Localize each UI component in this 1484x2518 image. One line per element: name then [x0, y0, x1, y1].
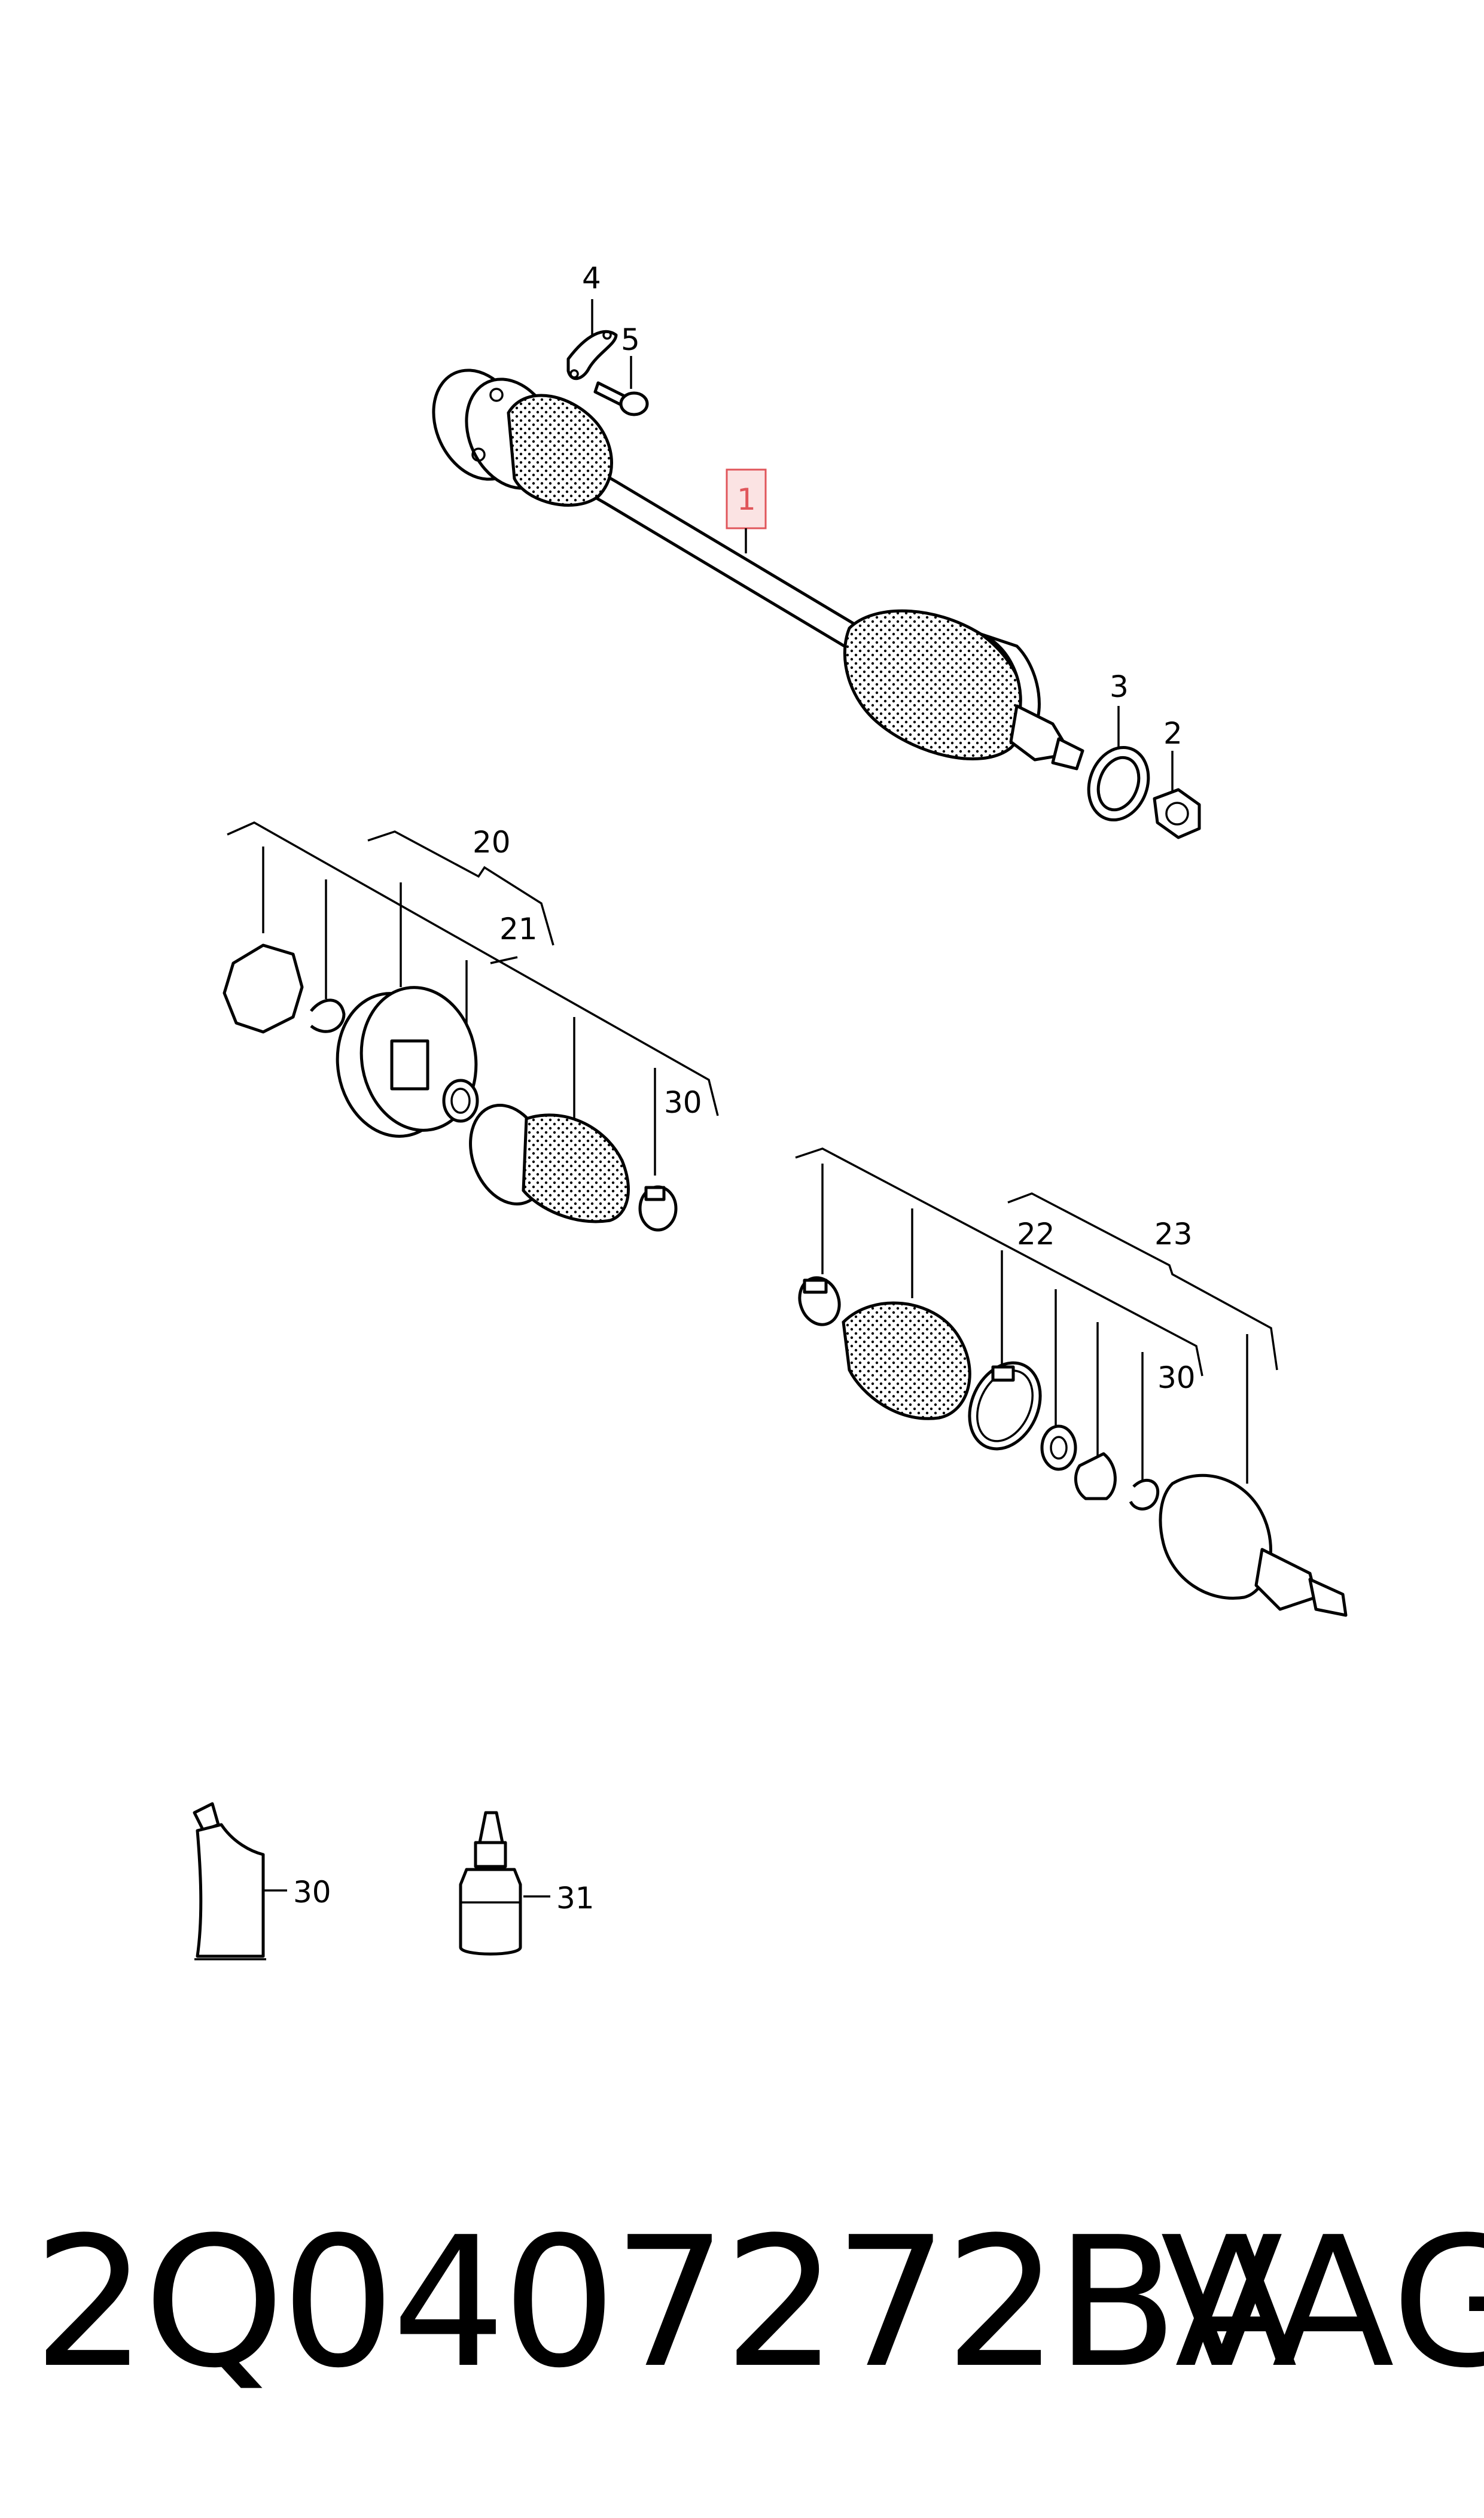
- callout-21: 21: [499, 912, 538, 946]
- outer-joint-kit: [795, 1147, 1348, 1617]
- callout-30b: 30: [1157, 1360, 1196, 1395]
- grease-tube-part: [193, 1802, 287, 1960]
- large-clamp-part: [968, 1361, 1042, 1451]
- callout-20: 20: [473, 825, 511, 860]
- circlip-part: [310, 998, 346, 1033]
- inner-boot: [507, 394, 613, 507]
- callout-22: 22: [1017, 1217, 1055, 1252]
- gasket-part: [223, 943, 304, 1034]
- small-ring-part: [442, 1079, 479, 1123]
- callout-4: 4: [582, 261, 601, 296]
- part-number: 2Q0407272BA: [33, 2199, 1297, 2407]
- callout-23: 23: [1154, 1217, 1193, 1252]
- bolt-part: [593, 356, 649, 416]
- outer-joint-part: [1159, 1473, 1272, 1600]
- callout-30a: 30: [664, 1085, 702, 1120]
- shaft-tube: [581, 468, 863, 651]
- brand-label: VAG: [1160, 2199, 1484, 2407]
- spacer-part: [1074, 1452, 1117, 1500]
- drive-shaft-assembly: [432, 369, 1084, 771]
- outer-circlip-part: [1129, 1478, 1160, 1511]
- inner-joint-kit: [223, 821, 719, 1232]
- callout-30c: 30: [293, 1875, 331, 1910]
- outer-kit-boot: [842, 1301, 971, 1420]
- callout-1: 1: [737, 482, 756, 517]
- callout-3: 3: [1110, 669, 1129, 704]
- nut-part: [1153, 751, 1201, 839]
- outer-boot: [843, 609, 1028, 760]
- washer-part: [1040, 1424, 1077, 1471]
- sealant-bottle-part: [459, 1811, 550, 1956]
- locking-plate-part: [566, 299, 618, 380]
- seal-ring-part: [1087, 706, 1150, 822]
- callout-1-highlight[interactable]: 1: [726, 468, 767, 553]
- callout-5: 5: [621, 322, 640, 357]
- callout-31: 31: [556, 1881, 595, 1916]
- callout-2: 2: [1163, 716, 1183, 751]
- inner-kit-boot: [522, 1113, 630, 1223]
